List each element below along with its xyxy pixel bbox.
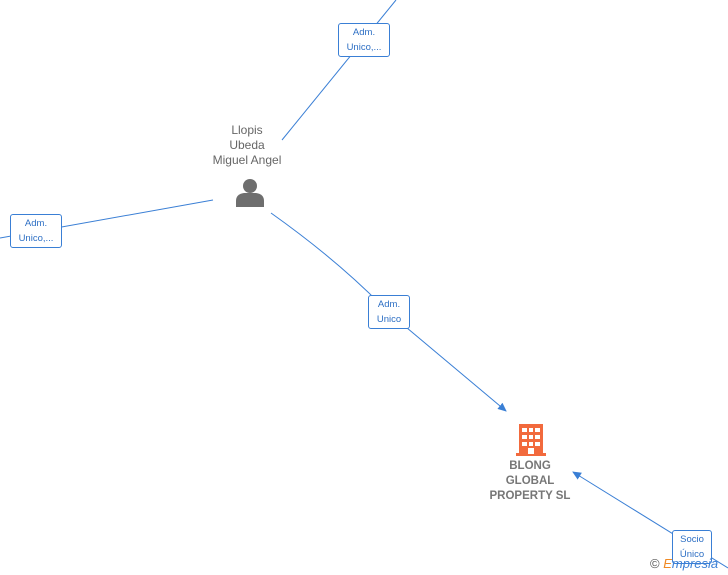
edge-label-line: Unico,... — [18, 233, 54, 244]
brand-name: mpresia — [671, 556, 719, 571]
company-node-name[interactable]: BLONG GLOBAL PROPERTY SL — [470, 459, 590, 504]
edge-label-socio-unico[interactable]: Socio Único — [672, 530, 712, 564]
building-icon[interactable] — [516, 421, 546, 456]
edge-label-adm-unico[interactable]: Adm. Unico — [368, 295, 410, 329]
copyright-watermark: © Empresia — [650, 556, 718, 571]
edge-line-top — [281, 0, 397, 141]
copyright-symbol: © — [650, 556, 660, 571]
person-node-name[interactable]: Llopis Ubeda Miguel Angel — [197, 123, 297, 168]
person-icon[interactable] — [234, 177, 266, 207]
edge-label-line: Adm. — [352, 27, 376, 38]
person-name-line: Miguel Angel — [212, 153, 282, 167]
brand-initial: E — [663, 556, 672, 571]
edge-label-line: Unico,... — [346, 42, 382, 53]
edge-label-adm-unico-top[interactable]: Adm. Unico,... — [338, 23, 390, 57]
edge-label-line: Adm. — [24, 218, 48, 229]
company-name-line: BLONG — [509, 460, 551, 472]
person-name-line: Llopis — [231, 123, 263, 137]
person-name-line: Ubeda — [229, 138, 265, 152]
edge-label-adm-unico-left[interactable]: Adm. Unico,... — [10, 214, 62, 248]
company-name-line: PROPERTY SL — [489, 490, 571, 502]
edge-label-line: Adm. — [377, 299, 401, 310]
edge-label-line: Único — [679, 549, 705, 560]
edge-label-line: Unico — [376, 314, 402, 325]
edge-label-line: Socio — [680, 534, 704, 545]
company-name-line: GLOBAL — [505, 475, 555, 487]
